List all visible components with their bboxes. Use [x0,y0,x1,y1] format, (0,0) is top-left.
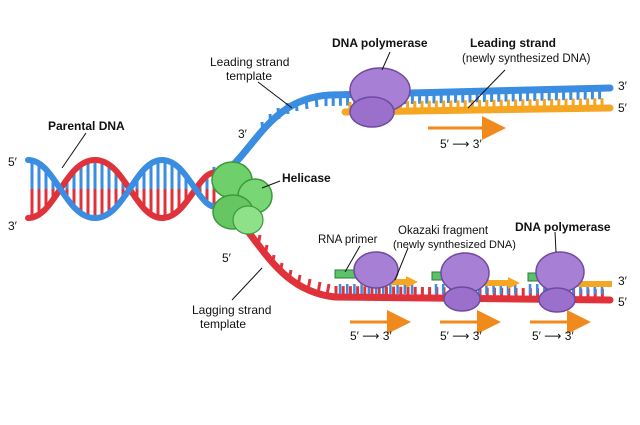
dna-polymerase-lagging-1 [353,251,399,289]
direction-label-top: 5′ ⟶ 3′ [440,137,482,151]
direction-label-bottom-2: 5′ ⟶ 3′ [440,329,482,343]
okazaki-arrowhead-2 [508,277,520,289]
label-leading-template-2: template [226,69,272,83]
label-okazaki-2: (newly synthesized DNA) [393,239,516,251]
end-label-5-top-right: 5′ [618,101,628,115]
parental-helix [25,156,225,222]
end-label-3-bottom-right: 3′ [618,274,628,288]
label-leading-strand-2: (newly synthesized DNA) [462,53,591,65]
okazaki-arrowhead-1 [406,276,418,288]
label-okazaki-1: Okazaki fragment [398,225,489,237]
label-lagging-template-1: Lagging strand [192,303,271,317]
direction-label-bottom-1: 5′ ⟶ 3′ [350,329,392,343]
dna-polymerase-leading [349,67,411,128]
label-lagging-template-2: template [200,317,246,331]
helicase-protein [211,161,273,235]
label-leading-template-1: Leading strand [210,55,289,69]
end-label-3-fork-top: 3′ [238,127,248,141]
label-dna-polymerase-top: DNA polymerase [332,36,428,50]
label-dna-polymerase-bottom: DNA polymerase [515,220,611,234]
label-rna-primer: RNA primer [318,234,378,246]
label-parental-dna: Parental DNA [48,119,125,133]
end-label-5-fork-bottom: 5′ [222,251,232,265]
dna-polymerase-lagging-2 [440,252,490,312]
end-label-3-top-right: 3′ [618,79,628,93]
helix-blue-strand [25,156,225,222]
label-leading-strand-1: Leading strand [470,36,556,50]
dna-polymerase-lagging-3 [535,251,585,313]
end-label-3-left: 3′ [8,219,18,233]
direction-label-bottom-3: 5′ ⟶ 3′ [532,329,574,343]
leader-lines [61,51,557,301]
end-label-5-bottom-right: 5′ [618,295,628,309]
end-label-5-left: 5′ [8,155,18,169]
label-helicase: Helicase [282,171,331,185]
